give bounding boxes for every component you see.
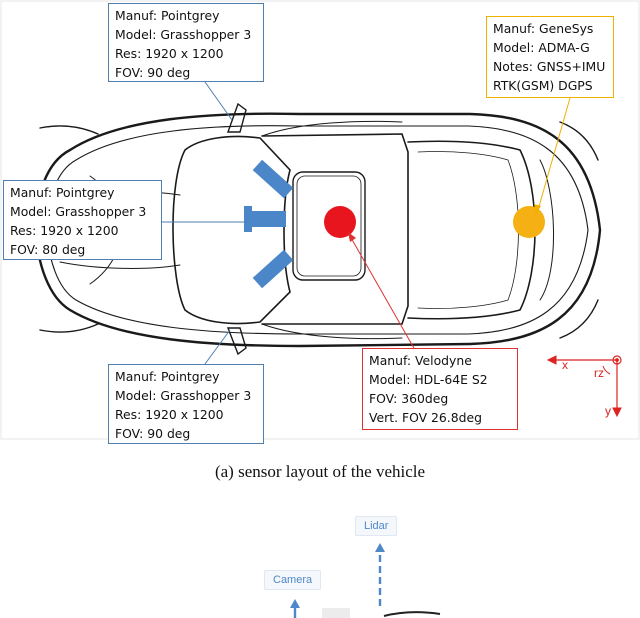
lidar-fov: FOV: 360deg — [369, 391, 449, 406]
lidar-panel: Manuf: Velodyne Model: HDL-64E S2 FOV: 3… — [362, 348, 518, 430]
left-camera-manuf: Manuf: Pointgrey — [10, 185, 115, 200]
camera-tag: Camera — [264, 570, 322, 590]
figure-caption: (a) sensor layout of the vehicle — [214, 462, 426, 481]
car-outline — [35, 102, 602, 356]
gnss-panel: Manuf: GeneSys Model: ADMA-G Notes: GNSS… — [486, 16, 614, 98]
bottom-subfigure — [290, 543, 441, 618]
lidar-model: Model: HDL-64E S2 — [369, 372, 488, 387]
axis-y-label: y — [605, 404, 611, 418]
subfigure-frame — [0, 0, 640, 440]
rear-camera-fov: FOV: 90 deg — [115, 426, 191, 441]
front-camera-fov: FOV: 90 deg — [115, 65, 191, 80]
lidar-marker-icon — [324, 206, 356, 238]
left-camera-icon — [244, 206, 286, 232]
coordinate-axes — [546, 355, 622, 418]
front-camera-panel: Manuf: Pointgrey Model: Grasshopper 3 Re… — [108, 3, 264, 82]
lidar-tag: Lidar — [355, 516, 398, 536]
front-camera-res: Res: 1920 x 1200 — [115, 46, 224, 61]
rear-camera-model: Model: Grasshopper 3 — [115, 388, 252, 403]
gnss-rtk: RTK(GSM) DGPS — [493, 78, 593, 93]
gnss-manuf: Manuf: GeneSys — [493, 21, 594, 36]
front-camera-manuf: Manuf: Pointgrey — [115, 8, 220, 23]
front-camera-icon — [252, 159, 294, 199]
left-camera-panel: Manuf: Pointgrey Model: Grasshopper 3 Re… — [3, 180, 162, 260]
left-camera-fov: FOV: 80 deg — [10, 242, 86, 257]
front-camera-model: Model: Grasshopper 3 — [115, 27, 252, 42]
rear-camera-icon — [252, 249, 294, 289]
left-camera-res: Res: 1920 x 1200 — [10, 223, 119, 238]
lidar-vfov: Vert. FOV 26.8deg — [369, 410, 482, 425]
rear-camera-manuf: Manuf: Pointgrey — [115, 369, 220, 384]
rear-camera-res: Res: 1920 x 1200 — [115, 407, 224, 422]
axis-rz-label: rz — [594, 366, 604, 380]
gnss-notes: Notes: GNSS+IMU — [493, 59, 606, 74]
leader-lines — [162, 81, 571, 365]
gnss-marker-icon — [513, 206, 545, 238]
lidar-manuf: Manuf: Velodyne — [369, 353, 472, 368]
gnss-model: Model: ADMA-G — [493, 40, 590, 55]
left-camera-model: Model: Grasshopper 3 — [10, 204, 147, 219]
rear-camera-panel: Manuf: Pointgrey Model: Grasshopper 3 Re… — [108, 364, 264, 444]
axis-x-label: x — [562, 358, 568, 372]
